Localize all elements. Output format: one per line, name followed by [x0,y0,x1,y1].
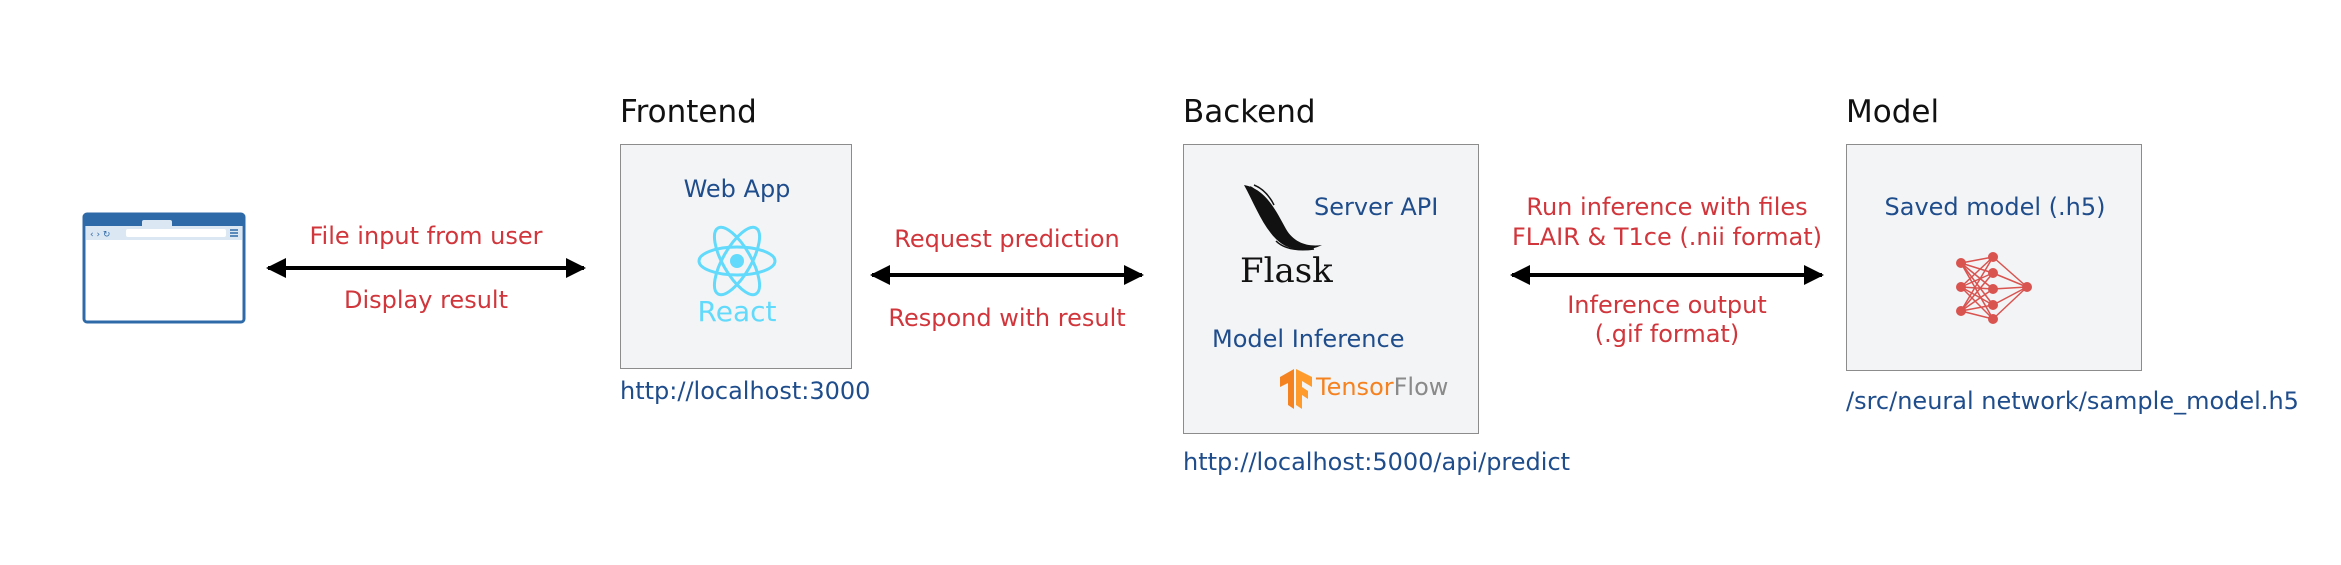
flask-logo-icon [1244,184,1322,251]
connector-label-request-prediction: Request prediction [894,225,1120,253]
tensorflow-logo-text: TensorFlow [1316,373,1448,401]
model-inference-label: Model Inference [1212,325,1405,353]
connector-label-inference-output-2: (.gif format) [1594,320,1740,348]
model-box: Saved model (.h5) [1846,144,2142,371]
react-logo-icon [697,225,777,297]
svg-text:‹ › ↻: ‹ › ↻ [90,230,110,240]
frontend-box: Web App React [620,144,852,369]
neural-network-icon [1956,252,2032,324]
connector-label-run-inference-2: FLAIR & T1ce (.nii format) [1512,223,1822,251]
react-logo-text: React [697,295,777,328]
frontend-box-title: Web App [683,175,791,203]
flask-logo-text: Flask [1240,251,1333,291]
frontend-url: http://localhost:3000 [620,377,871,405]
connector-label-respond-result: Respond with result [888,304,1126,332]
backend-box: Flask Server API Model Inference TensorF… [1183,144,1479,434]
model-heading: Model [1846,94,1940,130]
tensorflow-text-flow: Flow [1393,373,1449,401]
frontend-heading: Frontend [620,94,757,130]
connector-label-inference-output-1: Inference output [1567,291,1767,319]
backend-heading: Backend [1183,94,1316,130]
connector-label-file-input: File input from user [309,222,543,250]
backend-url: http://localhost:5000/api/predict [1183,448,1571,476]
browser-window-icon: ‹ › ↻ [82,212,246,324]
model-box-title: Saved model (.h5) [1884,193,2106,221]
server-api-label: Server API [1314,193,1439,221]
connector-label-display-result: Display result [344,286,508,314]
connector-label-run-inference-1: Run inference with files [1526,193,1808,221]
tensorflow-text-tensor: Tensor [1316,373,1394,401]
model-path: /src/neural network/sample_model.h5 [1846,387,2299,415]
tensorflow-logo-icon [1280,369,1312,409]
